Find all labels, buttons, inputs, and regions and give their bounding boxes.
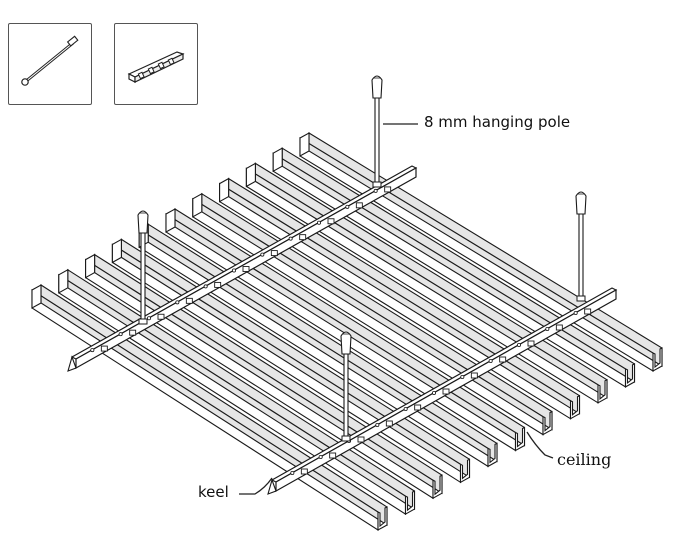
ceiling-panel: [245, 162, 608, 404]
hanging-pole-icon: [21, 35, 79, 86]
legend-keel-clip-box: [114, 23, 198, 105]
hanging-poles: [137, 75, 587, 442]
keel-clip-icon: [127, 51, 185, 83]
hanging-pole: [371, 75, 383, 188]
hanging-pole: [137, 210, 149, 325]
keels: [67, 165, 618, 495]
ceiling-panel: [272, 147, 636, 388]
ceiling-label: ceiling: [557, 450, 612, 469]
keel: [267, 287, 618, 495]
hanging-pole-label: 8 mm hanging pole: [424, 113, 571, 131]
ceiling-panel: [299, 132, 663, 372]
hanging-pole: [340, 331, 352, 442]
keel: [67, 165, 418, 372]
legend-hanging-pole-box: [8, 23, 92, 105]
keel-label: keel: [198, 483, 229, 501]
ceiling-panels: [31, 132, 663, 532]
hanging-pole: [575, 191, 587, 302]
leader-lines: [239, 123, 554, 495]
ceiling-panel: [219, 177, 581, 420]
